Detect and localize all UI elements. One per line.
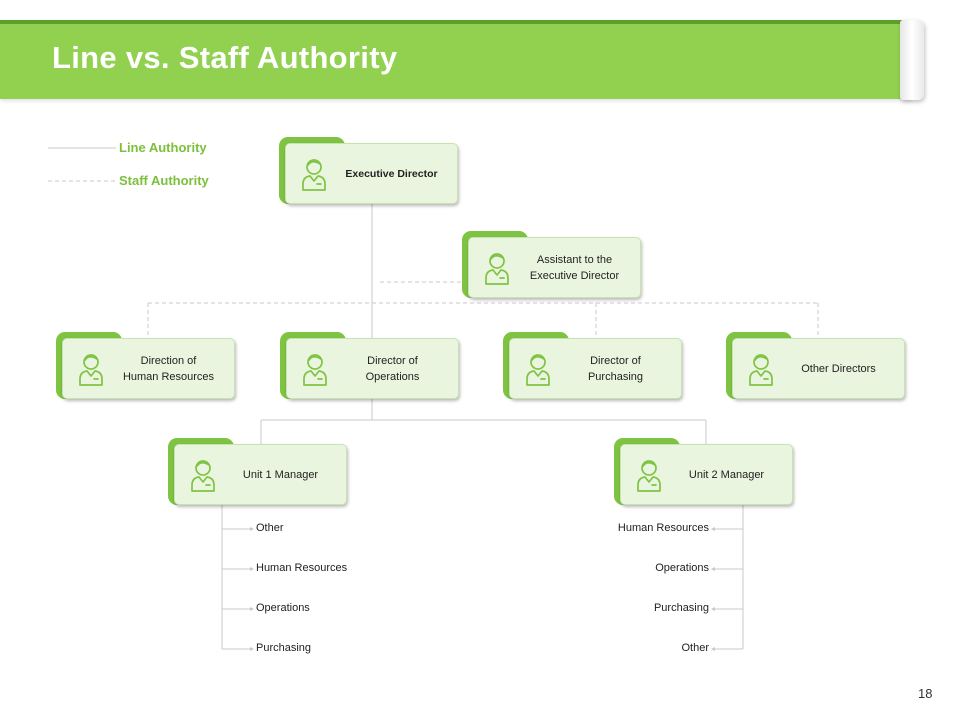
unit2-item-purchasing: Purchasing — [653, 602, 709, 614]
node-label: Director of Purchasing — [587, 354, 644, 383]
node-unit2-manager: Unit 2 Manager — [614, 438, 793, 505]
node-label: Other Directors — [801, 362, 876, 375]
person-icon — [79, 353, 103, 386]
person-icon — [749, 353, 773, 386]
person-icon — [302, 158, 326, 191]
title-banner: Line vs. Staff Authority — [0, 20, 912, 99]
person-icon — [526, 353, 550, 386]
node-purchasing-director: Director of Purchasing — [503, 332, 682, 399]
node-operations-director: Director of Operations — [280, 332, 459, 399]
legend-line-authority: Line Authority — [119, 140, 207, 155]
node-label: Direction of Human Resources — [122, 354, 215, 383]
page-number: 18 — [918, 686, 933, 701]
node-label: Assistant to the Executive Director — [529, 253, 620, 282]
node-unit1-manager: Unit 1 Manager — [168, 438, 347, 505]
banner-tab-decoration — [900, 20, 924, 100]
unit1-item-purchasing: Purchasing — [256, 642, 312, 654]
unit2-item-hr: Human Resources — [617, 522, 709, 534]
node-hr-director: Direction of Human Resources — [56, 332, 235, 399]
legend-staff-authority: Staff Authority — [119, 173, 209, 188]
person-icon — [637, 459, 661, 492]
node-assistant: Assistant to the Executive Director — [462, 231, 641, 298]
node-label: Unit 2 Manager — [688, 468, 765, 481]
unit1-item-hr: Human Resources — [256, 562, 348, 574]
node-label: Director of Operations — [365, 354, 420, 383]
unit2-item-other: Other — [681, 642, 709, 654]
unit2-item-operations: Operations — [655, 562, 709, 574]
person-icon — [303, 353, 327, 386]
node-other-directors: Other Directors — [726, 332, 905, 399]
unit1-item-other: Other — [256, 522, 284, 534]
unit1-item-operations: Operations — [256, 602, 310, 614]
node-executive-director: Executive Director — [279, 137, 458, 204]
node-label: Unit 1 Manager — [242, 468, 319, 481]
page-title: Line vs. Staff Authority — [52, 40, 398, 75]
node-label: Executive Director — [345, 167, 438, 180]
person-icon — [191, 459, 215, 492]
person-icon — [485, 252, 509, 285]
